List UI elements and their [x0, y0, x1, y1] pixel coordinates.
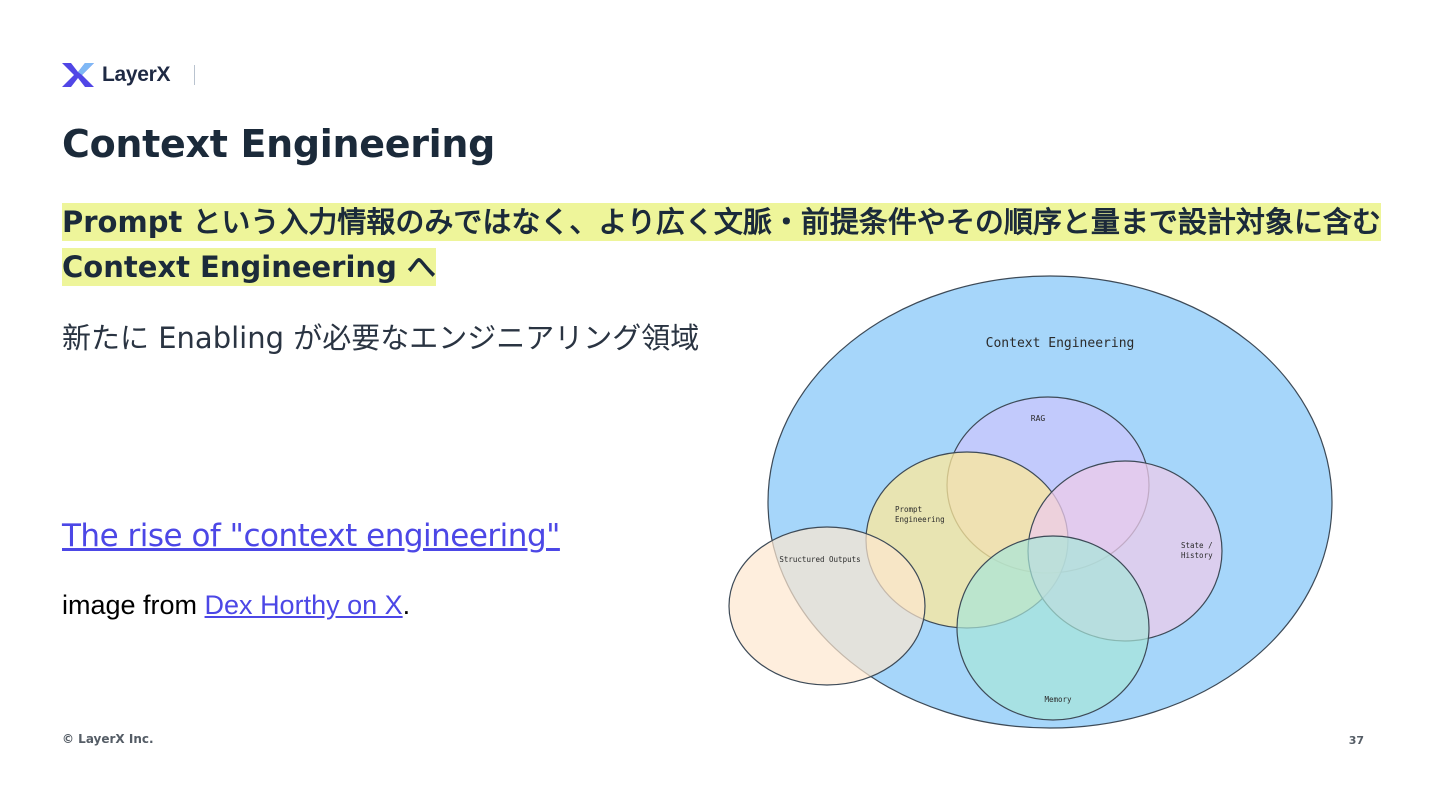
subtitle: 新たに Enabling が必要なエンジニアリング領域 [62, 321, 700, 355]
credit-suffix: . [402, 590, 411, 620]
context-engineering-diagram: Context Engineering RAG Prompt Engineeri… [728, 275, 1333, 729]
brand-name: LayerX [102, 63, 171, 86]
headline: Prompt という入力情報のみではなく、より広く文脈・前提条件やその順序と量ま… [62, 200, 1382, 290]
image-credit: image from Dex Horthy on X. [62, 590, 410, 621]
credit-prefix: image from [62, 590, 205, 620]
label-prompt: Prompt [895, 505, 922, 514]
credit-link[interactable]: Dex Horthy on X [204, 590, 403, 620]
label-state: State / [1181, 541, 1213, 550]
label-engineering: Engineering [895, 515, 945, 524]
brand-logo: LayerX [62, 60, 196, 90]
label-rag: RAG [1031, 414, 1046, 423]
page-number: 37 [1348, 734, 1364, 747]
label-context-engineering: Context Engineering [986, 336, 1135, 351]
circle-structured-outputs [728, 526, 926, 686]
label-history: History [1181, 551, 1213, 560]
logo-divider [194, 65, 196, 85]
label-memory: Memory [1044, 695, 1072, 704]
footer-copyright: © LayerX Inc. [62, 732, 154, 746]
circle-memory [956, 535, 1150, 721]
article-link[interactable]: The rise of "context engineering" [62, 518, 560, 554]
layerx-logo-icon [62, 63, 94, 87]
page-title: Context Engineering [62, 122, 496, 166]
label-structured-outputs: Structured Outputs [779, 555, 860, 564]
